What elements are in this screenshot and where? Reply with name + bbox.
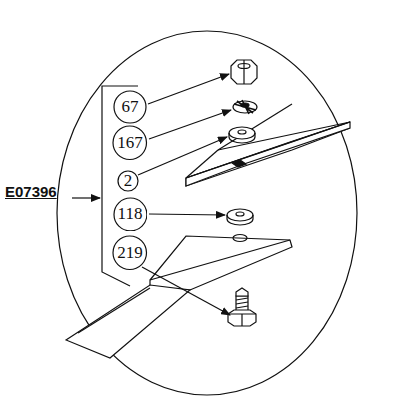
callout-number: 2 <box>117 170 139 192</box>
nut <box>231 60 257 84</box>
upper-plate <box>186 122 350 186</box>
leader-line <box>72 197 100 198</box>
leader-line <box>149 214 225 215</box>
callout-number: 219 <box>112 235 148 271</box>
upper-plate <box>186 122 350 186</box>
callout-number: 67 <box>113 90 147 124</box>
lower-plate <box>150 236 292 290</box>
leader-line <box>138 137 227 175</box>
bolt-head <box>228 310 256 326</box>
callout-circle: 219 <box>112 235 148 271</box>
leader-line <box>149 110 231 139</box>
callout-circle: 118 <box>113 197 148 232</box>
blade <box>66 285 190 358</box>
hole <box>233 235 247 242</box>
callout-circle: 167 <box>112 125 148 161</box>
leader-line <box>142 267 230 315</box>
lock-washer <box>233 101 257 113</box>
callout-number: 167 <box>112 125 148 161</box>
callout-circle: 67 <box>113 90 147 124</box>
part-code: E07396 <box>5 183 57 200</box>
square-hole <box>232 160 246 167</box>
callout-number: 118 <box>113 197 148 232</box>
leader-line <box>148 74 229 104</box>
detail-circle <box>57 31 357 395</box>
flat-washer <box>229 127 255 139</box>
callout-circle: 2 <box>117 170 139 192</box>
washer <box>227 209 253 221</box>
